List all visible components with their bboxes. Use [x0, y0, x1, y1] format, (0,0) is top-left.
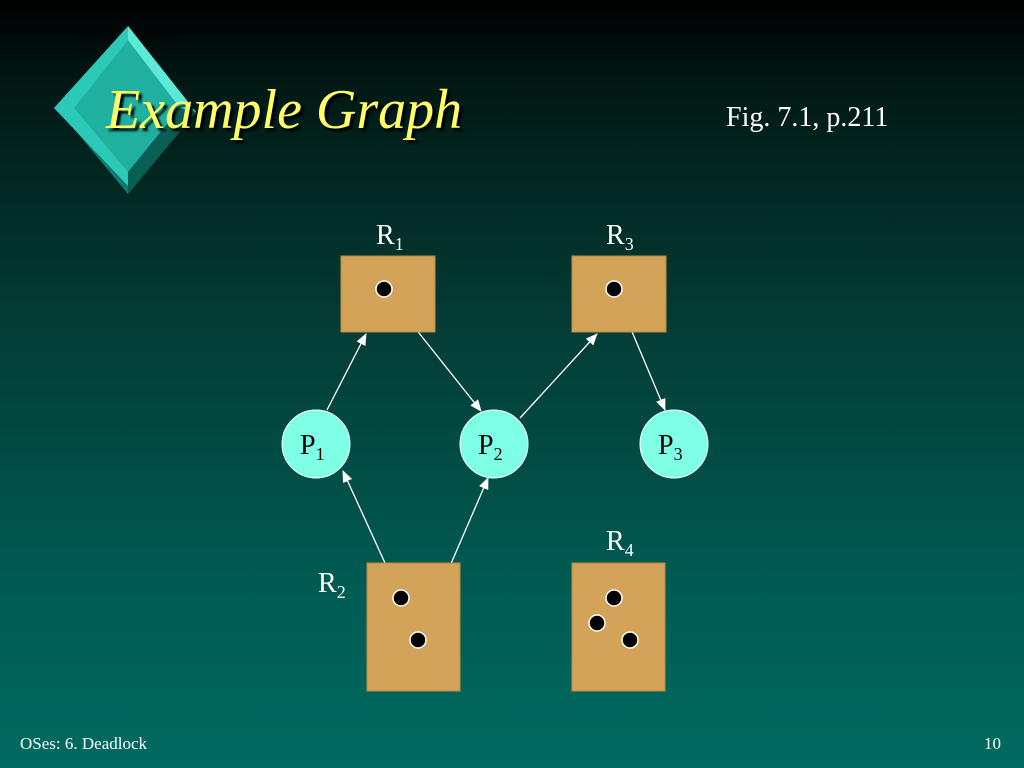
- resource-r2-label: R2: [318, 568, 346, 602]
- resource-r1-instance-dot: [375, 280, 393, 298]
- resource-r4-label: R4: [606, 526, 634, 560]
- edge-p1-to-r1: [326, 333, 367, 411]
- resource-r4-instance-dot: [621, 631, 639, 649]
- edge-p2-to-r3: [519, 333, 598, 419]
- slide-title: Example Graph: [106, 79, 463, 141]
- diamond-bullet-icon: [54, 26, 196, 194]
- resource-r2-instance-dot: [409, 631, 427, 649]
- process-p1-label: P1: [300, 430, 325, 464]
- process-p2-label: P2: [478, 430, 503, 464]
- resources-layer: [340, 255, 667, 692]
- resource-r4-instance-dot: [605, 589, 623, 607]
- process-p3-node: [639, 409, 709, 479]
- process-p2-node: [459, 409, 529, 479]
- resource-r3-label: R3: [606, 220, 634, 254]
- process-p3-label: P3: [658, 430, 683, 464]
- figure-reference: Fig. 7.1, p.211: [726, 102, 889, 133]
- processes-layer: [281, 409, 709, 479]
- resource-r1-label: R1: [376, 220, 404, 254]
- page-number: 10: [984, 734, 1001, 753]
- resource-r3-instance-dot: [605, 280, 623, 298]
- resource-r4-instance-dot: [588, 614, 606, 632]
- footer-course-label: OSes: 6. Deadlock: [20, 734, 148, 753]
- resource-r2-instance-dot: [392, 589, 410, 607]
- resource-r2-box: [366, 562, 461, 692]
- resource-r4-box: [571, 562, 666, 692]
- process-p1-node: [281, 409, 351, 479]
